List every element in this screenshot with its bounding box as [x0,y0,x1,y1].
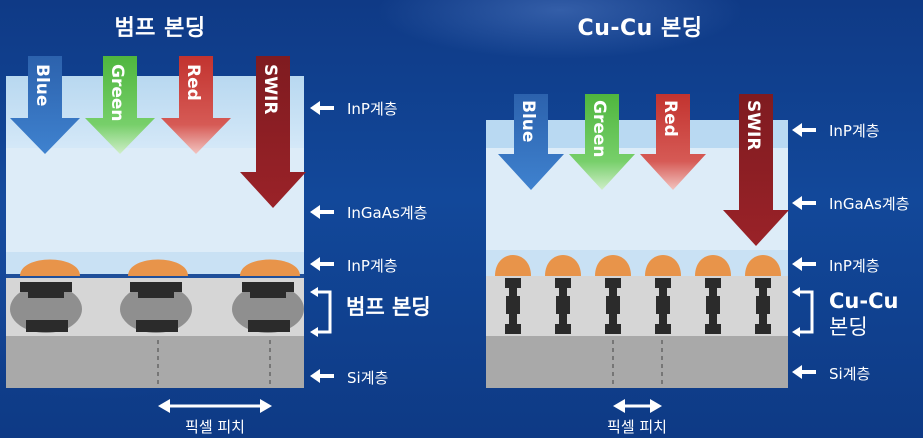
left-red-arrow [161,56,231,154]
right-green-arrow [569,94,635,190]
left-pitch-arrow [158,399,272,413]
right-pointer-arrows [792,123,816,379]
left-bonding-bracket [313,290,332,334]
left-layer-label-ingaas: InGaAs계층 [347,204,428,222]
right-blue-arrow [498,94,564,190]
left-si-layer [6,336,304,388]
left-bump-1 [10,259,82,333]
right-arrow-label-red: Red [660,100,680,137]
right-bonding-label-line1: Cu-Cu [829,289,899,313]
right-layer-stack [486,120,788,388]
right-red-arrow [640,94,706,190]
left-layer-label-si: Si계층 [347,369,389,387]
left-bonding-label: 범프 본딩 [346,295,431,319]
left-swir-arrow [240,56,306,208]
left-arrow-label-red: Red [183,64,203,101]
right-arrow-label-swir: SWIR [743,100,763,150]
right-pitch-arrow [613,399,662,413]
left-arrow-label-blue: Blue [32,64,52,106]
right-layer-label-inp-bottom: InP계층 [829,257,880,275]
left-layer-label-inp-bottom: InP계층 [347,257,398,275]
left-bump-3 [232,259,304,333]
right-arrow-label-green: Green [589,100,609,158]
right-layer-label-ingaas: InGaAs계층 [829,195,910,213]
right-si-layer [486,336,788,388]
right-bonding-bracket [795,290,814,334]
right-layer-label-inp-top: InP계층 [829,122,880,140]
left-blue-arrow [10,56,80,154]
right-layer-label-si: Si계층 [829,365,871,383]
right-pitch-label: 픽셀 피치 [607,418,667,436]
right-arrows [498,94,789,246]
left-green-arrow [85,56,155,154]
right-inp-bottom-layer [486,250,788,276]
right-arrow-label-blue: Blue [518,100,538,142]
right-bonding-label-line2: 본딩 [829,315,868,339]
right-swir-arrow [723,94,789,246]
left-layer-label-inp-top: InP계층 [347,100,398,118]
left-bump-2 [120,259,192,333]
left-ingaas-layer [6,148,304,252]
left-pointer-arrows [310,101,334,383]
left-title: 범프 본딩 [114,16,206,41]
left-arrow-label-swir: SWIR [260,64,280,114]
left-arrow-label-green: Green [107,64,127,122]
left-pitch-label: 픽셀 피치 [185,418,245,436]
right-bumps [495,255,781,334]
right-bond-layer [486,276,788,336]
left-arrows [10,56,306,208]
right-title: Cu-Cu 본딩 [577,16,703,41]
left-bumps [10,259,304,333]
